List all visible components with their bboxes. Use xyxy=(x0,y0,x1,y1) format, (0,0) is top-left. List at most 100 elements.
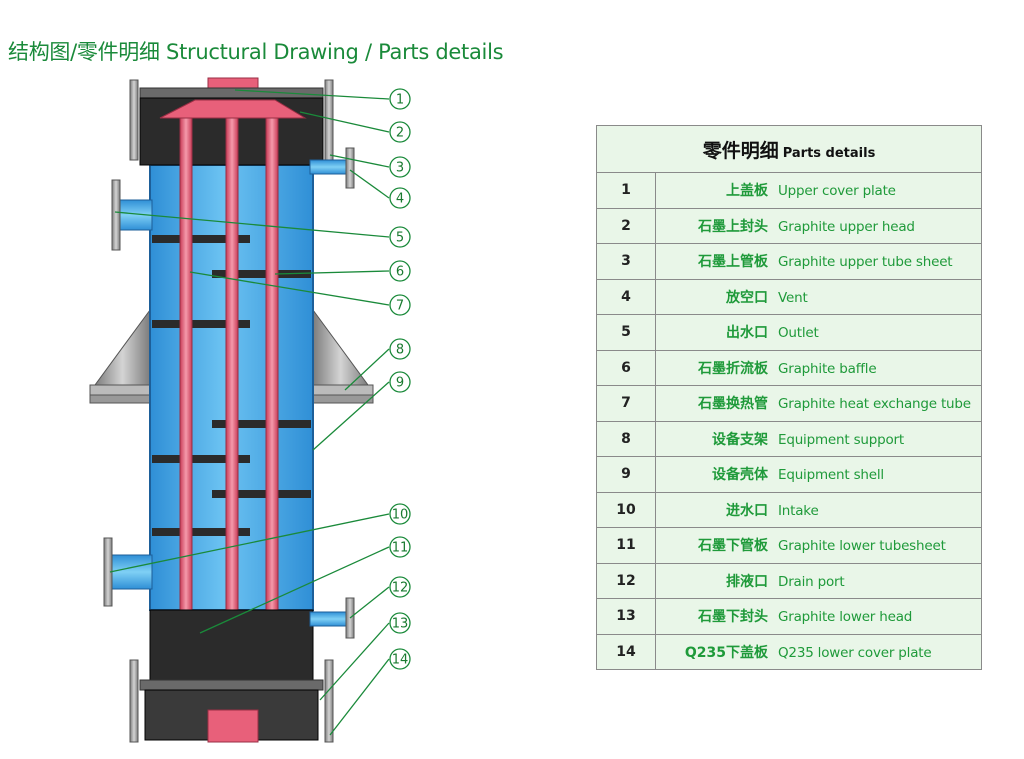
table-row: 13 石墨下封头 Graphite lower head xyxy=(596,598,982,635)
callout-circle xyxy=(389,187,411,209)
callout-circle xyxy=(389,338,411,360)
callout-label: 13 xyxy=(392,617,409,632)
callout-8: 8 xyxy=(389,338,411,360)
callout-circle xyxy=(389,536,411,558)
callout-circle xyxy=(389,648,411,670)
page-title: 结构图/零件明细 Structural Drawing / Parts deta… xyxy=(8,40,504,64)
lower-cover-plate xyxy=(129,659,334,743)
part-number: 5 xyxy=(596,314,656,351)
graphite-upper-tube-sheet xyxy=(159,99,307,119)
callout-label: 4 xyxy=(396,192,404,207)
part-name-zh: 排液口 xyxy=(726,573,768,590)
part-name: 上盖板 Upper cover plate xyxy=(655,172,982,209)
graphite-baffles xyxy=(152,235,311,536)
part-name-zh: 石墨下管板 xyxy=(698,538,768,555)
callout-label: 6 xyxy=(396,265,404,280)
table-row: 11 石墨下管板 Graphite lower tubesheet xyxy=(596,527,982,564)
callout-label: 7 xyxy=(396,299,404,314)
part-name-en: Upper cover plate xyxy=(778,183,896,200)
table-row: 4 放空口 Vent xyxy=(596,278,982,315)
callout-5: 5 xyxy=(389,226,411,248)
part-number: 10 xyxy=(596,491,656,528)
part-name-zh: Q235下盖板 xyxy=(684,644,768,661)
part-name-en: Graphite upper tube sheet xyxy=(778,254,953,271)
callout-9: 9 xyxy=(389,371,411,393)
part-name-en: Equipment support xyxy=(778,431,905,448)
callout-14: 14 xyxy=(389,648,411,670)
callout-13: 13 xyxy=(389,612,411,634)
callout-circle xyxy=(389,88,411,110)
callout-circle xyxy=(389,226,411,248)
part-name-en: Vent xyxy=(778,289,808,306)
part-name-en: Equipment shell xyxy=(778,467,884,484)
drain-port xyxy=(309,597,355,639)
part-name: 排液口 Drain port xyxy=(655,562,982,599)
callout-circle xyxy=(389,371,411,393)
callout-label: 1 xyxy=(396,93,404,108)
callout-label: 3 xyxy=(396,161,404,176)
part-number: 9 xyxy=(596,456,656,493)
part-name-zh: 设备壳体 xyxy=(712,467,768,484)
callout-7: 7 xyxy=(389,294,411,316)
part-name-zh: 石墨上封头 xyxy=(698,218,768,235)
part-name-en: Intake xyxy=(778,502,819,519)
part-name-zh: 设备支架 xyxy=(712,431,768,448)
part-number: 13 xyxy=(596,598,656,635)
part-name: 石墨上封头 Graphite upper head xyxy=(655,207,982,244)
part-name-en: Outlet xyxy=(778,325,819,342)
part-name-zh: 放空口 xyxy=(726,289,768,306)
part-name-en: Graphite lower tubesheet xyxy=(778,538,946,555)
header-en: Parts details xyxy=(782,145,876,161)
part-name-en: Drain port xyxy=(778,573,845,590)
part-number: 4 xyxy=(596,278,656,315)
callout-2: 2 xyxy=(389,121,411,143)
callout-circle xyxy=(389,612,411,634)
part-name: Q235下盖板 Q235 lower cover plate xyxy=(655,633,982,670)
vent-nozzle xyxy=(309,147,355,189)
callout-circle xyxy=(389,503,411,525)
callout-label: 10 xyxy=(392,508,409,523)
callout-11: 11 xyxy=(389,536,411,558)
callout-circle xyxy=(389,294,411,316)
part-name-en: Graphite upper head xyxy=(778,218,915,235)
part-name: 石墨下管板 Graphite lower tubesheet xyxy=(655,527,982,564)
part-number: 8 xyxy=(596,420,656,457)
callout-label: 9 xyxy=(396,376,404,391)
callout-10: 10 xyxy=(389,503,411,525)
part-name-en: Q235 lower cover plate xyxy=(778,644,932,661)
part-name-zh: 石墨折流板 xyxy=(698,360,768,377)
part-name: 石墨下封头 Graphite lower head xyxy=(655,598,982,635)
table-row: 8 设备支架 Equipment support xyxy=(596,420,982,457)
part-name: 设备壳体 Equipment shell xyxy=(655,456,982,493)
part-number: 6 xyxy=(596,349,656,386)
part-name-en: Graphite lower head xyxy=(778,609,913,626)
part-name-zh: 上盖板 xyxy=(726,183,768,200)
part-name-zh: 石墨下封头 xyxy=(698,609,768,626)
part-number: 7 xyxy=(596,385,656,422)
callout-12: 12 xyxy=(389,576,411,598)
part-number: 11 xyxy=(596,527,656,564)
callout-label: 2 xyxy=(396,126,404,141)
table-row: 9 设备壳体 Equipment shell xyxy=(596,456,982,493)
part-name: 放空口 Vent xyxy=(655,278,982,315)
part-name-zh: 石墨换热管 xyxy=(698,396,768,413)
callout-circle xyxy=(389,121,411,143)
callout-circle xyxy=(389,576,411,598)
callout-label: 11 xyxy=(392,541,409,556)
part-number: 2 xyxy=(596,207,656,244)
graphite-lower-head xyxy=(149,609,314,686)
